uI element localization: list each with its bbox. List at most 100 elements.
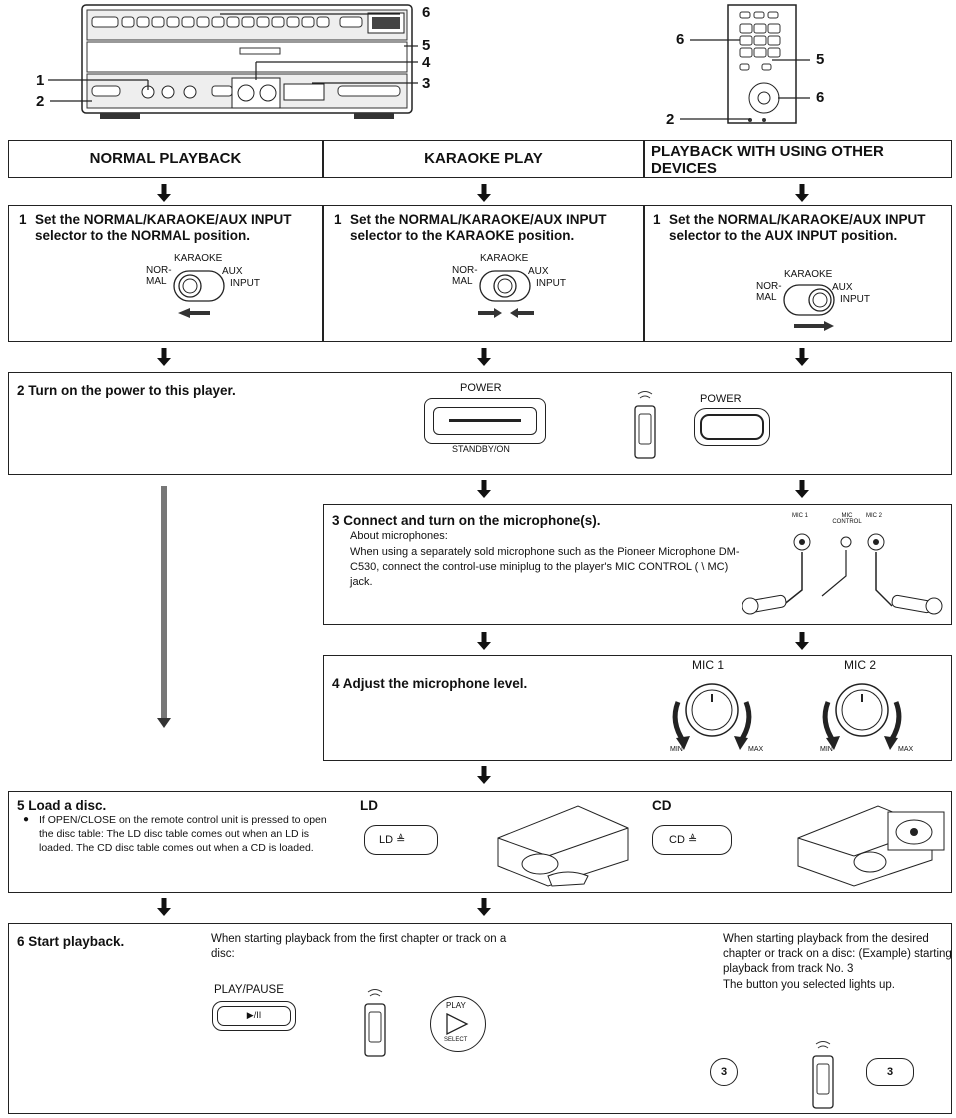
cd-loading-illustration: [797, 805, 945, 887]
top-illustrations: [48, 4, 810, 124]
power-button-remote[interactable]: [694, 408, 770, 446]
step6-box: 6 Start playback. When starting playback…: [8, 923, 952, 1114]
play-pause-label: ▶/II: [217, 1006, 291, 1026]
step1-number-other: 1: [653, 212, 661, 227]
mic1-knob-label: MIC 1: [692, 658, 725, 672]
step1-normal-text: Set the NORMAL/KARAOKE/AUX INPUT selecto…: [35, 212, 292, 243]
step3-sub: About microphones:: [350, 530, 448, 542]
step5-box: 5 Load a disc. ● If OPEN/CLOSE on the re…: [8, 791, 952, 893]
selector-switch-icon: [173, 270, 225, 318]
step5-title: 5 Load a disc.: [17, 798, 107, 813]
selector-normal: KARAOKE NOR- MAL AUX INPUT: [142, 253, 272, 333]
sel-label-karaoke: KARAOKE: [784, 269, 833, 280]
playpause-label: PLAY/PAUSE: [214, 984, 284, 996]
selector-aux: KARAOKE NOR- MAL AUX INPUT: [752, 269, 892, 339]
callout-6-remote: 6: [816, 89, 825, 106]
callout-6-main: 6: [422, 4, 431, 21]
step3-body: When using a separately sold microphone …: [350, 546, 740, 588]
ld-label: LD: [360, 798, 378, 813]
step5-bullet-text: If OPEN/CLOSE on the remote control unit…: [39, 814, 327, 854]
step1-other-box: 1 Set the NORMAL/KARAOKE/AUX INPUT selec…: [644, 205, 952, 342]
remote-icon-step6: [364, 989, 386, 1057]
sel-label-mal: MAL: [452, 276, 473, 287]
mic2-min-label: MIN: [820, 746, 833, 753]
sel-label-input: INPUT: [230, 278, 260, 289]
mic2-knob-label: MIC 2: [844, 658, 877, 672]
sel-label-input: INPUT: [840, 294, 870, 305]
header-normal-playback: NORMAL PLAYBACK: [8, 140, 323, 178]
step3-box: 3 Connect and turn on the microphone(s).…: [323, 504, 952, 625]
sel-label-aux: AUX: [528, 266, 549, 277]
mic2-jack-label: MIC 2: [866, 513, 883, 519]
player-front-panel-illustration: [81, 4, 413, 119]
selector-switch-icon: [478, 270, 534, 318]
step4-text: 4 Adjust the microphone level.: [332, 676, 528, 691]
standby-label: STANDBY/ON: [452, 444, 510, 454]
step1-number-normal: 1: [19, 212, 27, 227]
bullet-icon: ●: [23, 814, 30, 825]
step1-karaoke-box: 1 Set the NORMAL/KARAOKE/AUX INPUT selec…: [323, 205, 644, 342]
power-label-remote: POWER: [700, 393, 742, 405]
callout-5-remote: 5: [816, 51, 825, 68]
mic1-level-knob[interactable]: [650, 672, 774, 756]
play-select-button[interactable]: PLAY SELECT: [430, 996, 486, 1052]
play-pause-button[interactable]: ▶/II: [212, 1001, 296, 1031]
ld-eject-label: LD ≜: [379, 834, 406, 846]
mic1-jack-label: MIC 1: [792, 513, 809, 519]
ld-eject-button[interactable]: LD ≜: [364, 825, 438, 855]
step6-title: 6 Start playback.: [17, 934, 125, 949]
step6-lights-text: The button you selected lights up.: [723, 979, 895, 991]
step1-other-text: Set the NORMAL/KARAOKE/AUX INPUT selecto…: [669, 212, 926, 243]
callout-5-main: 5: [422, 37, 431, 54]
sel-label-karaoke: KARAOKE: [174, 253, 223, 264]
callout-6-remote-top: 6: [676, 31, 685, 48]
sel-label-aux: AUX: [222, 266, 243, 277]
header-karaoke-play: KARAOKE PLAY: [323, 140, 644, 178]
step1-karaoke-text: Set the NORMAL/KARAOKE/AUX INPUT selecto…: [350, 212, 607, 243]
play-label: PLAY: [446, 1001, 466, 1010]
callout-3-main: 3: [422, 75, 431, 92]
step2-box: 2 Turn on the power to this player.: [8, 372, 952, 475]
mic-control-jack-label: MIC CONTROL: [832, 513, 862, 525]
callout-4-main: 4: [422, 54, 431, 71]
callout-2-main: 2: [36, 93, 45, 110]
cd-eject-button[interactable]: CD ≜: [652, 825, 732, 855]
sel-label-aux: AUX: [832, 282, 853, 293]
power-label-player: POWER: [460, 382, 502, 394]
sel-label-nor: NOR-: [452, 265, 478, 276]
sel-label-mal: MAL: [756, 292, 777, 303]
remote-icon-step6-right: [812, 1041, 834, 1109]
header-other-devices: PLAYBACK WITH USING OTHER DEVICES: [644, 140, 952, 178]
step1-number-karaoke: 1: [334, 212, 342, 227]
remote-icon-step2: [634, 391, 656, 459]
selector-karaoke: KARAOKE NOR- MAL AUX INPUT: [448, 253, 588, 333]
cd-label: CD: [652, 798, 672, 813]
track-3-button-round[interactable]: 3: [710, 1058, 738, 1086]
cd-eject-label: CD ≜: [669, 834, 698, 846]
callout-1-main: 1: [36, 72, 45, 89]
microphone-connection-illustration: [742, 533, 943, 615]
mic1-min-label: MIN: [670, 746, 683, 753]
select-label: SELECT: [444, 1037, 468, 1043]
sel-label-nor: NOR-: [146, 265, 172, 276]
sel-label-input: INPUT: [536, 278, 566, 289]
sel-label-mal: MAL: [146, 276, 167, 287]
step2-text: 2 Turn on the power to this player.: [17, 383, 236, 398]
ld-loading-illustration: [497, 805, 629, 887]
step1-normal-box: 1 Set the NORMAL/KARAOKE/AUX INPUT selec…: [8, 205, 323, 342]
selector-switch-icon: [783, 284, 835, 331]
callout-2-remote: 2: [666, 111, 675, 128]
power-button-player[interactable]: [424, 398, 546, 444]
track-3-button-remote[interactable]: 3: [866, 1058, 914, 1086]
step3-title: 3 Connect and turn on the microphone(s).: [332, 513, 601, 528]
step6-desired-text: When starting playback from the desired …: [723, 933, 952, 975]
step6-first-text: When starting playback from the first ch…: [211, 933, 507, 960]
sel-label-karaoke: KARAOKE: [480, 253, 529, 264]
mic1-max-label: MAX: [748, 746, 764, 753]
play-triangle-icon: [446, 1012, 469, 1036]
mic2-level-knob[interactable]: [800, 672, 924, 756]
sel-label-nor: NOR-: [756, 281, 782, 292]
mic2-max-label: MAX: [898, 746, 914, 753]
remote-control-illustration: [727, 4, 797, 124]
